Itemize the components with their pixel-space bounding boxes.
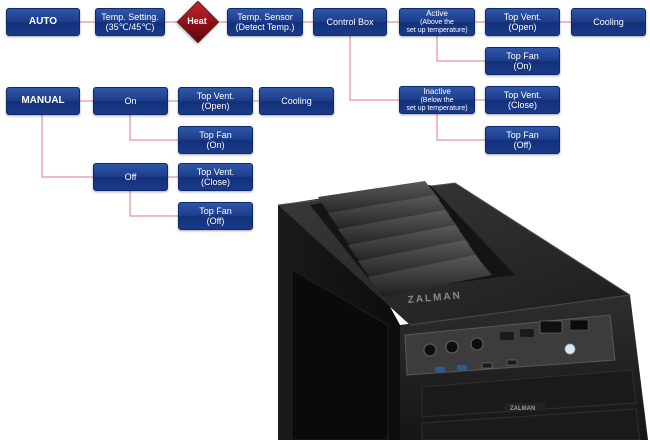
inactive-top-vent-node: Top Vent.(Close) (485, 86, 560, 114)
pc-case-illustration: ZALMAN ZALMAN (277, 181, 648, 440)
manual-off-top-fan-node: Top Fan(Off) (178, 202, 253, 230)
case-front-logo: ZALMAN (510, 406, 535, 412)
temp-setting-node: Temp. Setting.(35℃/45℃) (95, 8, 165, 36)
manual-off-top-vent-node: Top Vent.(Close) (178, 163, 253, 191)
heat-node: Heat (176, 0, 220, 44)
active-top-fan-node: Top Fan(On) (485, 47, 560, 75)
manual-off-node: Off (93, 163, 168, 191)
case-top-logo: ZALMAN (407, 290, 462, 306)
auto-mode-node: AUTO (6, 8, 80, 36)
manual-on-cooling-node: Cooling (259, 87, 334, 115)
active-cooling-node: Cooling (571, 8, 646, 36)
manual-on-top-fan-node: Top Fan(On) (178, 126, 253, 154)
active-top-vent-node: Top Vent.(Open) (485, 8, 560, 36)
control-box-node: Control Box (313, 8, 387, 36)
manual-on-top-vent-node: Top Vent.(Open) (178, 87, 253, 115)
manual-mode-node: MANUAL (6, 87, 80, 115)
top-vent-louvers (310, 181, 515, 297)
manual-on-node: On (93, 87, 168, 115)
inactive-top-fan-node: Top Fan(Off) (485, 126, 560, 154)
temp-sensor-node: Temp. Sensor(Detect Temp.) (227, 8, 303, 36)
